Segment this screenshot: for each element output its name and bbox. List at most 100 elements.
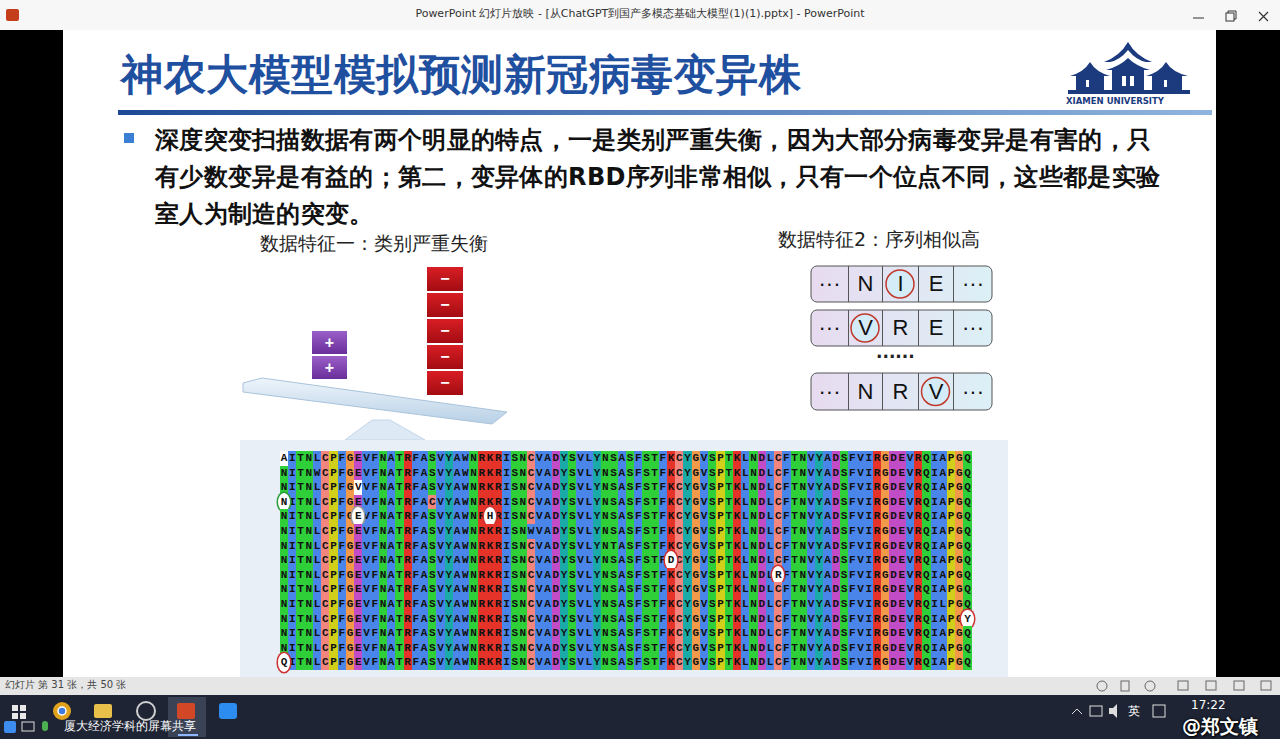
residue: S — [708, 524, 716, 539]
residue: F — [659, 626, 667, 641]
residue: E — [898, 655, 906, 670]
residue: A — [387, 509, 395, 524]
residue: F — [338, 539, 346, 554]
residue: G — [881, 612, 889, 627]
residue: G — [346, 553, 354, 568]
residue: I — [931, 553, 939, 568]
residue: Y — [445, 626, 453, 641]
residue: N — [305, 582, 313, 597]
residue: R — [914, 539, 922, 554]
residue: F — [659, 612, 667, 627]
residue: V — [906, 641, 914, 656]
residue: K — [667, 641, 675, 656]
residue: L — [585, 451, 593, 466]
residue: G — [692, 495, 700, 510]
residue: F — [634, 539, 642, 554]
residue: I — [931, 582, 939, 597]
residue: V — [362, 524, 370, 539]
residue: D — [889, 451, 897, 466]
residue: C — [774, 655, 782, 670]
residue: K — [667, 626, 675, 641]
residue: V — [436, 612, 444, 627]
residue: Q — [922, 480, 930, 495]
residue: F — [634, 509, 642, 524]
residue: V — [576, 509, 584, 524]
residue: I — [865, 597, 873, 612]
residue: D — [889, 597, 897, 612]
alignment-row-holder: AITNLCPFGEVFNATRFASVYAWNRKRISNCVADYSVLYN… — [280, 451, 972, 466]
residue: C — [527, 451, 535, 466]
alignment-row-holder: NITNLCPFGEVFNATRFASVYAWNRKRISNCVADYSVLYN… — [280, 553, 972, 568]
residue: R — [494, 539, 502, 554]
residue: A — [544, 597, 552, 612]
window-title: PowerPoint 幻灯片放映 - [从ChatGPT到国产多模态基础大模型(… — [0, 8, 1280, 21]
residue: K — [733, 568, 741, 583]
residue: T — [725, 539, 733, 554]
residue: V — [906, 466, 914, 481]
residue: L — [766, 495, 774, 510]
residue: D — [758, 612, 766, 627]
residue: R — [914, 480, 922, 495]
residue: Q — [922, 524, 930, 539]
residue: C — [321, 612, 329, 627]
residue: V — [576, 553, 584, 568]
residue: V — [700, 480, 708, 495]
powerpoint-icon — [177, 703, 195, 719]
residue: R — [494, 466, 502, 481]
residue: N — [305, 539, 313, 554]
residue: S — [840, 539, 848, 554]
residue: N — [379, 626, 387, 641]
residue: S — [568, 612, 576, 627]
residue: V — [576, 626, 584, 641]
residue: S — [609, 612, 617, 627]
residue: R — [873, 655, 881, 670]
residue: N — [749, 597, 757, 612]
residue: C — [675, 612, 683, 627]
residue: N — [749, 539, 757, 554]
residue: Y — [445, 641, 453, 656]
residue: T — [296, 568, 304, 583]
residue: I — [502, 451, 510, 466]
residue: S — [568, 641, 576, 656]
residue: C — [428, 495, 436, 510]
watermark-holder: @郑文镇 — [1182, 716, 1258, 738]
residue: N — [469, 524, 477, 539]
residue: D — [758, 568, 766, 583]
residue: D — [552, 539, 560, 554]
residue: Y — [593, 597, 601, 612]
residue: S — [609, 466, 617, 481]
residue: D — [758, 539, 766, 554]
residue: L — [585, 539, 593, 554]
residue: N — [601, 524, 609, 539]
residue: I — [288, 568, 296, 583]
residue: Y — [815, 597, 823, 612]
residue: T — [296, 597, 304, 612]
residue: P — [329, 641, 337, 656]
residue: V — [700, 553, 708, 568]
residue: A — [544, 641, 552, 656]
residue: N — [749, 553, 757, 568]
start-tile — [12, 705, 18, 711]
residue: L — [585, 582, 593, 597]
residue: S — [428, 539, 436, 554]
residue: A — [939, 451, 947, 466]
residue: F — [338, 597, 346, 612]
residue: A — [420, 495, 428, 510]
residue: S — [626, 597, 634, 612]
residue: T — [651, 553, 659, 568]
residue: A — [387, 655, 395, 670]
residue: N — [799, 495, 807, 510]
tray-arrow — [1072, 709, 1082, 714]
residue: D — [832, 582, 840, 597]
residue: D — [758, 524, 766, 539]
residue: T — [395, 509, 403, 524]
residue: Y — [815, 626, 823, 641]
residue: A — [618, 568, 626, 583]
residue: A — [453, 509, 461, 524]
residue: L — [766, 641, 774, 656]
residue: S — [511, 451, 519, 466]
residue: F — [338, 568, 346, 583]
residue: R — [404, 582, 412, 597]
browser-icon — [58, 707, 66, 715]
